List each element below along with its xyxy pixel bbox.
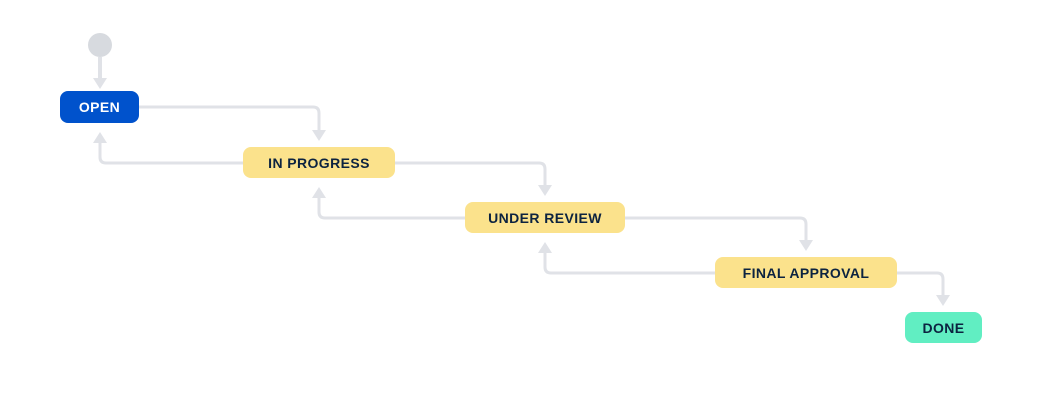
transition-in-progress-to-open: [93, 132, 243, 165]
status-node-under-review[interactable]: UNDER REVIEW: [465, 202, 625, 233]
status-node-open[interactable]: OPEN: [60, 91, 139, 123]
transition-under-review-to-in-progress: [312, 187, 465, 220]
start-node-circle: [88, 33, 112, 57]
transition-in-progress-to-under-review: [395, 161, 552, 196]
status-node-in-progress[interactable]: IN PROGRESS: [243, 147, 395, 178]
transition-open-to-in-progress: [139, 105, 326, 141]
status-node-done[interactable]: DONE: [905, 312, 982, 343]
transition-final-approval-to-done: [897, 271, 950, 306]
transition-final-approval-to-under-review: [538, 242, 715, 275]
transition-under-review-to-final-approval: [625, 216, 813, 251]
transition-start-to-open: [93, 57, 107, 89]
status-node-final-approval[interactable]: FINAL APPROVAL: [715, 257, 897, 288]
